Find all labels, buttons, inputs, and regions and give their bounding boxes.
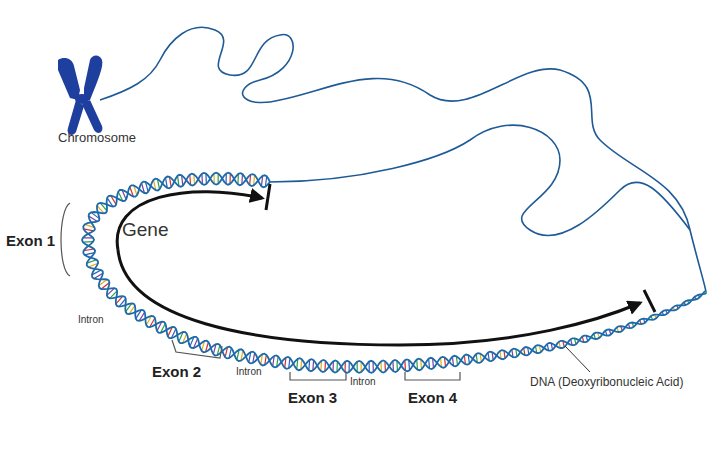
exon-bracket <box>172 340 222 358</box>
exon-bracket <box>290 372 346 380</box>
exon-label: Exon 1 <box>6 233 55 250</box>
dna-strand <box>270 125 690 235</box>
exon-label: Exon 3 <box>288 390 337 407</box>
exon-label: Exon 4 <box>408 390 457 407</box>
exon-bracket <box>405 372 460 380</box>
dna-label: DNA (Deoxyribonucleic Acid) <box>530 376 683 389</box>
intron-label: Intron <box>236 366 262 377</box>
exon-bracket <box>61 203 70 276</box>
gene-end-bar <box>266 184 270 210</box>
leader-line <box>565 346 590 372</box>
gene-end-bar <box>644 290 655 312</box>
gene-label: Gene <box>122 220 168 241</box>
dna-strand <box>100 27 706 292</box>
intron-label: Intron <box>350 376 376 387</box>
intron-label: Intron <box>78 314 104 325</box>
chromosome-label: Chromosome <box>58 131 136 145</box>
dna-helix <box>82 173 707 373</box>
helix-strand <box>83 173 706 373</box>
gene-arrow <box>118 250 640 345</box>
exon-label: Exon 2 <box>152 364 201 381</box>
chromosome-symbol <box>58 56 102 135</box>
gene-arrow <box>117 192 262 250</box>
helix-strand <box>82 173 705 373</box>
